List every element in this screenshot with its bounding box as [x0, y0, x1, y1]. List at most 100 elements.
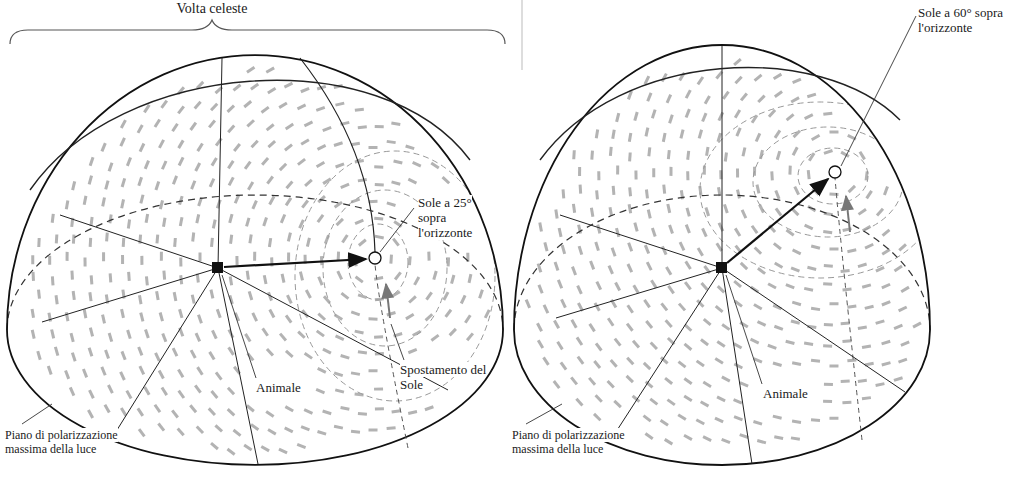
- polarization-dash: [558, 280, 561, 288]
- polarization-dash: [301, 427, 309, 430]
- polarization-dash: [847, 359, 856, 363]
- polarization-dash: [280, 334, 286, 341]
- polarization-dash: [316, 107, 324, 110]
- polarization-dash: [686, 261, 691, 269]
- polarization-dash: [300, 272, 302, 281]
- polarization-dash: [73, 181, 75, 190]
- polarization-dash: [634, 285, 639, 293]
- polarization-dash: [233, 85, 240, 91]
- polarization-dash: [374, 278, 383, 280]
- polarization-dash: [140, 256, 143, 265]
- polarization-dash: [212, 330, 216, 338]
- polarization-dash: [792, 209, 798, 215]
- polarization-dash: [741, 93, 747, 100]
- polarization-dash: [590, 151, 594, 160]
- polarization-dash: [758, 268, 765, 273]
- polarization-dash: [358, 352, 367, 353]
- polarization-dash: [298, 159, 305, 164]
- polarization-dash: [589, 378, 595, 385]
- polarization-dash: [538, 264, 541, 273]
- polarization-dash: [155, 405, 160, 412]
- polarization-dash: [261, 446, 269, 450]
- polarization-dash: [791, 438, 800, 439]
- polarization-dash: [163, 333, 166, 341]
- polarization-dash: [627, 376, 633, 382]
- polarization-dash: [359, 240, 366, 246]
- polarization-dash: [768, 284, 776, 288]
- polarization-dash: [652, 228, 655, 237]
- polarization-dash: [323, 411, 332, 414]
- polarization-dash: [122, 178, 125, 187]
- polarization-dash: [858, 264, 867, 267]
- polarization-dash: [408, 411, 417, 413]
- polarization-dash: [158, 424, 164, 431]
- polarization-dash: [611, 360, 617, 367]
- polarization-dash: [615, 339, 621, 346]
- polarization-dash: [686, 225, 689, 233]
- polarization-dash: [387, 141, 396, 142]
- sun-path: [300, 58, 375, 252]
- polarization-dash: [109, 333, 112, 342]
- polarization-dash: [247, 120, 254, 126]
- polarization-dash: [786, 230, 793, 235]
- polarization-dash: [431, 335, 438, 340]
- polarization-dash: [212, 158, 217, 166]
- polarization-dash: [884, 187, 887, 195]
- polarization-dash: [261, 107, 268, 112]
- polarization-dash: [829, 130, 838, 133]
- polarization-dash: [561, 362, 566, 369]
- polarization-dash: [685, 344, 692, 350]
- polarization-dash: [391, 123, 400, 124]
- polarization-dash: [84, 309, 86, 318]
- polarization-dash: [824, 151, 833, 154]
- polarization-dash: [198, 144, 203, 152]
- polarization-dash: [160, 313, 162, 322]
- polarization-dash: [737, 190, 739, 199]
- polarization-dash: [865, 244, 873, 248]
- polarization-dash: [645, 433, 652, 438]
- polarization-dash: [757, 185, 759, 194]
- polarization-dash: [426, 292, 431, 299]
- polarization-dash: [66, 370, 69, 378]
- polarization-dash: [882, 363, 891, 365]
- polarization-dash: [387, 313, 396, 316]
- polarization-dash: [209, 120, 215, 127]
- polarization-dash: [769, 110, 775, 117]
- animal-marker: [212, 262, 223, 273]
- polarization-dash: [211, 391, 217, 398]
- polarization-dash: [211, 443, 218, 449]
- sun-direction-arrow: [727, 179, 828, 263]
- polarization-dash: [139, 295, 141, 304]
- polarization-dash: [122, 351, 125, 359]
- polarization-dash: [755, 75, 762, 81]
- dome-outline: [7, 55, 503, 330]
- polarization-dash: [155, 119, 160, 127]
- polarization-dash: [387, 426, 396, 430]
- polarization-dash: [230, 276, 231, 285]
- polarization-dash: [704, 319, 711, 325]
- polarization-dash: [198, 315, 201, 323]
- polarization-dash: [696, 420, 704, 424]
- polarization-dash: [722, 377, 730, 381]
- polarization-dash: [215, 425, 222, 431]
- great-circle: [30, 80, 470, 190]
- polarization-dash: [882, 341, 891, 344]
- polarization-dash: [537, 323, 541, 331]
- polarization-dash: [121, 255, 124, 264]
- polarization-dash: [717, 341, 725, 346]
- polarization-dash: [110, 214, 111, 223]
- polarization-dash: [72, 235, 76, 244]
- polarization-dash: [155, 235, 159, 244]
- polarization-dash: [684, 435, 692, 439]
- polarization-dash: [540, 223, 542, 232]
- polarization-dash: [413, 162, 421, 166]
- polarization-dash: [70, 271, 74, 280]
- polarization-dash: [667, 95, 671, 103]
- polarization-dash: [612, 248, 615, 256]
- polarization-dash: [282, 274, 284, 283]
- polarization-dash: [824, 264, 833, 268]
- polarization-dash: [172, 410, 178, 417]
- polarization-dash: [645, 245, 648, 253]
- polarization-dash: [645, 76, 649, 84]
- polarization-dash: [323, 349, 331, 353]
